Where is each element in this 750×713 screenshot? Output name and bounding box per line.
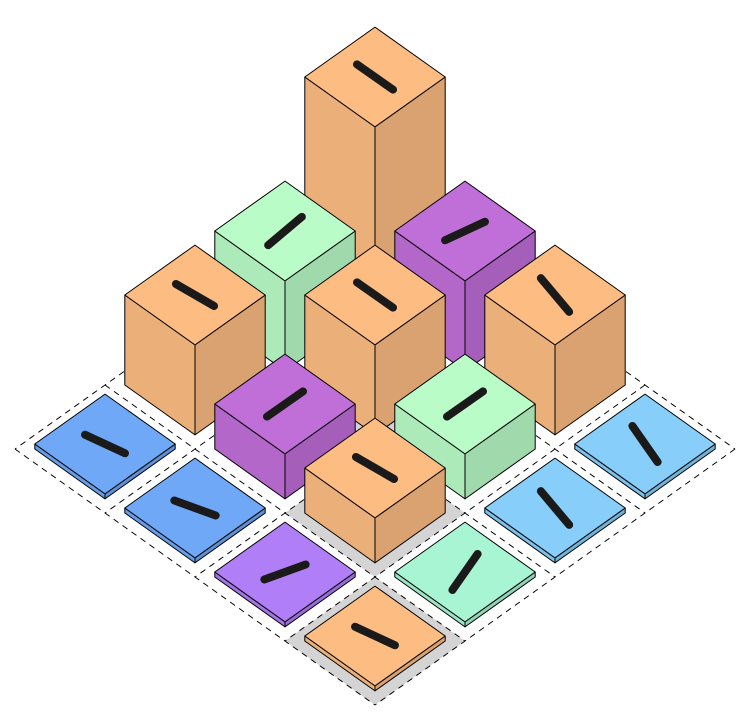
tile-r0c3 bbox=[574, 393, 716, 500]
stick-marker bbox=[351, 453, 399, 483]
tile-r2c3 bbox=[394, 521, 536, 628]
grid-line-col-3 bbox=[284, 384, 646, 642]
stick-marker bbox=[628, 421, 662, 467]
stick-marker bbox=[536, 487, 574, 529]
stick-marker bbox=[448, 549, 482, 595]
grid-line-col-4 bbox=[374, 448, 736, 706]
stick-marker bbox=[260, 560, 310, 584]
block-r0c2 bbox=[484, 244, 626, 436]
stick-marker bbox=[351, 622, 399, 650]
stick-marker bbox=[352, 60, 398, 94]
board-pieces bbox=[34, 26, 716, 692]
tile-r3c1 bbox=[124, 457, 266, 564]
tile-r3c0 bbox=[34, 393, 176, 500]
grid-line-row-4 bbox=[14, 448, 376, 706]
stick-marker bbox=[170, 496, 220, 520]
stick-marker bbox=[442, 387, 488, 421]
block-r2c2 bbox=[304, 417, 446, 564]
stick-marker bbox=[441, 217, 489, 245]
stick-marker bbox=[81, 430, 129, 458]
stick-marker bbox=[536, 274, 574, 316]
tile-r1c3 bbox=[484, 457, 626, 564]
tile-r3c2 bbox=[214, 521, 356, 628]
stick-marker bbox=[171, 280, 219, 310]
grid-line-row-3 bbox=[104, 384, 466, 642]
stick-marker bbox=[352, 278, 398, 312]
block-r1c1 bbox=[304, 244, 446, 436]
stick-marker bbox=[264, 212, 306, 250]
tile-r3c3 bbox=[304, 585, 446, 692]
block-r1c2 bbox=[394, 353, 536, 500]
block-r2c0 bbox=[124, 244, 266, 436]
stick-marker bbox=[262, 387, 308, 421]
